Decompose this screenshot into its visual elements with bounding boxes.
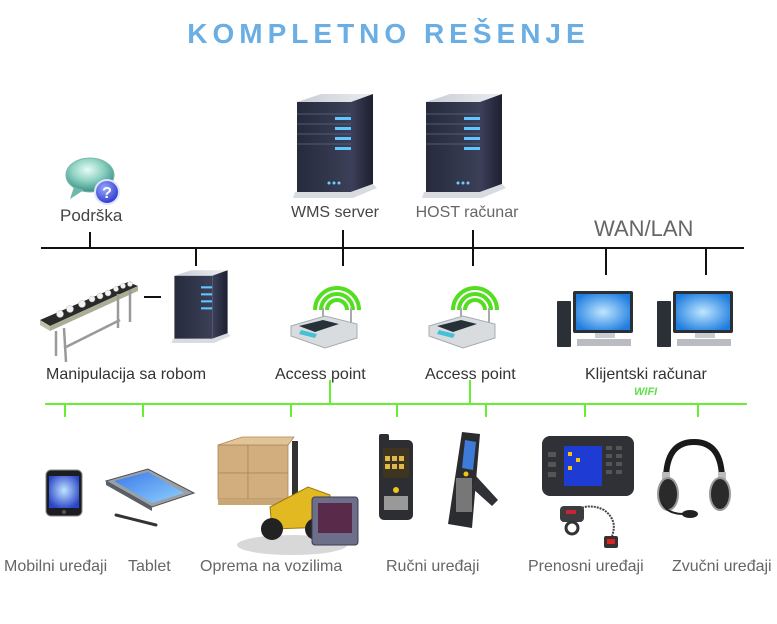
desktop-computer-icon [557,291,633,347]
wms-server-node[interactable]: WMS server [280,92,390,227]
desktop-computer-icon [657,291,733,347]
access-point-1[interactable]: Access point [275,268,385,386]
wan-lan-line [41,247,744,249]
wms-server-label: WMS server [291,204,379,221]
wan-connector [342,230,344,248]
wireless-router-icon [428,286,499,349]
wan-connector [195,248,197,266]
wan-connector [472,248,474,266]
wifi-connector [290,404,292,417]
support-chat-icon: ? [65,157,120,205]
wifi-label: WIFI [634,386,658,398]
wan-connector [89,232,91,248]
server-icon [422,94,506,198]
server-icon [171,270,231,343]
host-computer-node[interactable]: HOST računar [412,92,532,227]
wifi-connector [697,404,699,417]
device-label: Zvučni uređaji [672,558,772,575]
support-label: Podrška [60,206,123,225]
device-tablet[interactable]: Tablet [104,465,196,580]
headset-icon [657,438,731,518]
device-wearable[interactable]: Prenosni uređaji [528,432,653,580]
client-computers-node[interactable]: Klijentski računar WIFI [555,285,745,400]
host-computer-label: HOST računar [415,204,519,221]
device-label: Prenosni uređaji [528,558,644,575]
wifi-connector [142,404,144,417]
svg-text:?: ? [102,185,112,202]
wifi-connector [485,404,487,417]
wifi-connector [396,404,398,417]
forklift-terminal-icon [217,436,359,555]
device-label: Oprema na vozilima [200,558,343,575]
device-handheld[interactable]: Ručni uređaji [372,430,522,580]
device-label: Ručni uređaji [386,558,480,575]
robot-link-line [144,296,161,298]
wifi-connector [469,380,471,404]
device-mobile[interactable]: Mobilni uređaji [4,460,119,580]
robot-handling-node[interactable]: Manipulacija sa robom [38,270,238,385]
wifi-connector [64,404,66,417]
device-audio[interactable]: Zvučni uređaji [657,436,777,581]
device-label: Tablet [128,558,171,575]
access-point-label: Access point [275,366,366,383]
wan-connector [605,248,607,275]
device-label: Mobilni uređaji [4,558,108,575]
access-point-label: Access point [425,366,516,383]
support-node[interactable]: ? Podrška [60,155,124,227]
wifi-connector [329,380,331,404]
wan-connector [705,248,707,275]
robot-handling-label: Manipulacija sa robom [46,366,207,383]
wan-connector [342,248,344,266]
wan-connector [472,230,474,248]
handheld-scanner-icon [379,434,413,520]
device-vehicle[interactable]: Oprema na vozilima [200,436,360,582]
wearable-terminal-icon [542,436,634,548]
wan-lan-label: WAN/LAN [594,216,694,241]
wifi-connector [584,404,586,417]
wireless-router-icon [290,286,361,349]
handheld-scanner-icon [448,432,498,528]
client-computers-label: Klijentski računar [585,366,707,383]
tablet-icon [104,468,196,527]
page-title: KOMPLETNO REŠENJE [187,18,590,49]
access-point-2[interactable]: Access point [425,268,535,386]
smartphone-icon [45,469,83,517]
conveyor-icon [40,281,138,363]
server-icon [293,94,377,198]
